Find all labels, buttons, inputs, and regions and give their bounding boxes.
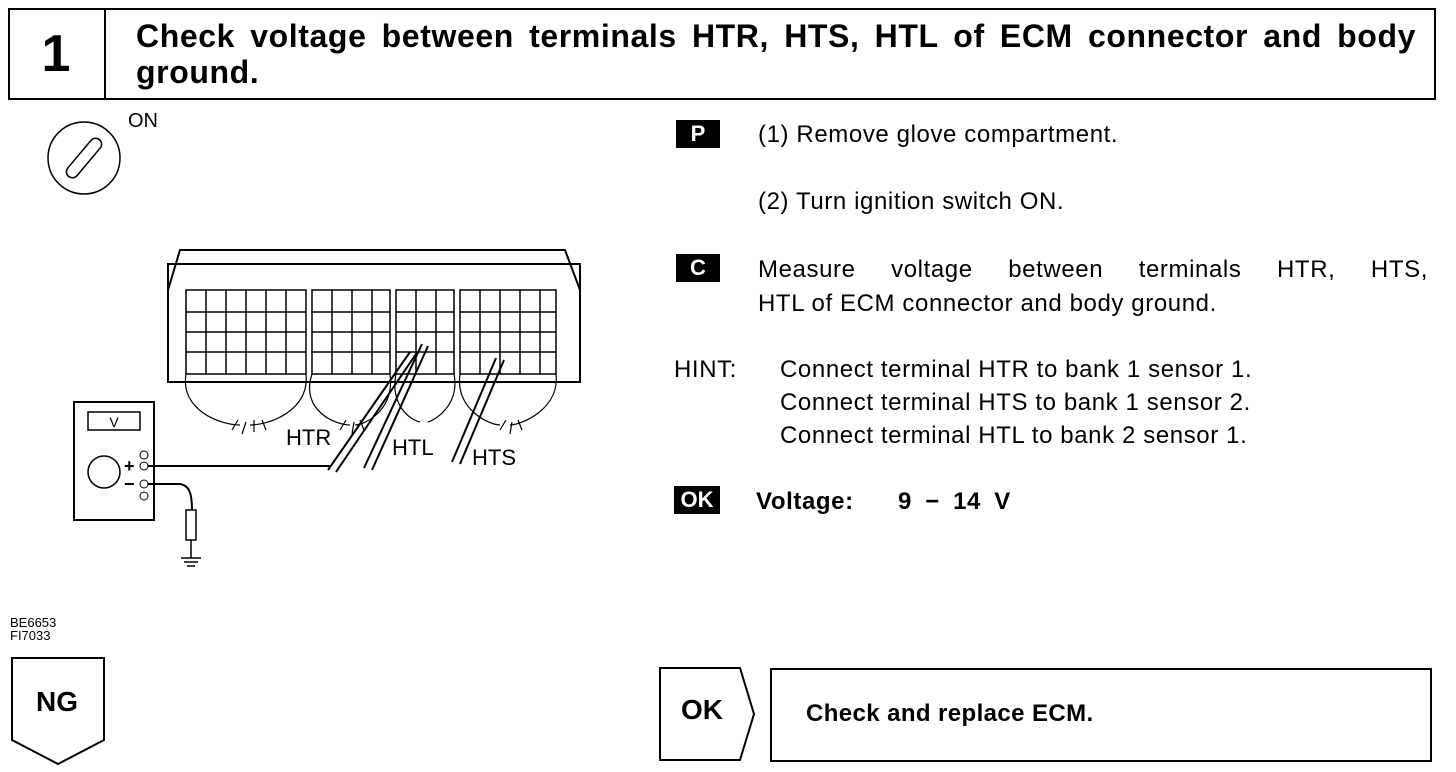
procedure-step-2: (2) Turn ignition switch ON. [758,188,1065,215]
ok-result-shape [659,667,756,761]
minus-sign: − [124,474,135,494]
test-probes [327,343,505,473]
ecm-connector-illustration: V + − HTR HTL HTS [73,249,581,567]
ignition-on-label: ON [128,110,158,132]
ng-result-shape [11,657,105,766]
voltage-label: Voltage: [756,488,854,515]
hint-label: HINT: [674,356,737,383]
voltmeter-dial [87,455,121,489]
ecm-connector-b [311,289,391,375]
voltmeter [73,401,155,521]
terminal-htl-label: HTL [392,435,434,460]
ecm-connector-a [185,289,307,375]
hint-line-2: Connect terminal HTS to bank 1 sensor 2. [780,389,1251,416]
ecm-case [167,263,581,383]
hint-line-1: Connect terminal HTR to bank 1 sensor 1. [780,356,1253,383]
ok-badge: OK [674,486,720,514]
voltage-value: 9 − 14 V [898,488,1011,515]
c-badge: C [676,254,720,282]
step-number: 1 [8,8,106,100]
ok-action-text: Check and replace ECM. [806,700,1094,727]
p-badge: P [676,120,720,148]
voltmeter-display [87,411,141,431]
ignition-key-icon [47,121,121,195]
step-header-box [8,8,1436,100]
measure-line-2: HTL of ECM connector and body ground. [758,290,1217,317]
plus-sign: + [124,456,135,476]
ground-probe [185,509,197,541]
ground-symbol-icon [181,540,201,567]
ecm-connector-c [395,289,455,375]
ng-result-label: NG [36,686,78,717]
procedure-step-1: (1) Remove glove compartment. [758,121,1119,148]
ecm-connector-d [459,289,557,375]
figure-code: BE6653 FI7033 [10,615,57,643]
ok-action-box [770,668,1432,762]
step-title: Check voltage between terminals HTR, HTS… [136,18,1416,90]
ok-result-label: OK [681,694,723,725]
measure-line-1: Measure voltage between terminals HTR, H… [758,256,1428,283]
terminal-htr-label: HTR [286,425,331,450]
voltmeter-unit: V [109,414,119,430]
terminal-hts-label: HTS [472,445,516,470]
hint-line-3: Connect terminal HTL to bank 2 sensor 1. [780,422,1248,449]
